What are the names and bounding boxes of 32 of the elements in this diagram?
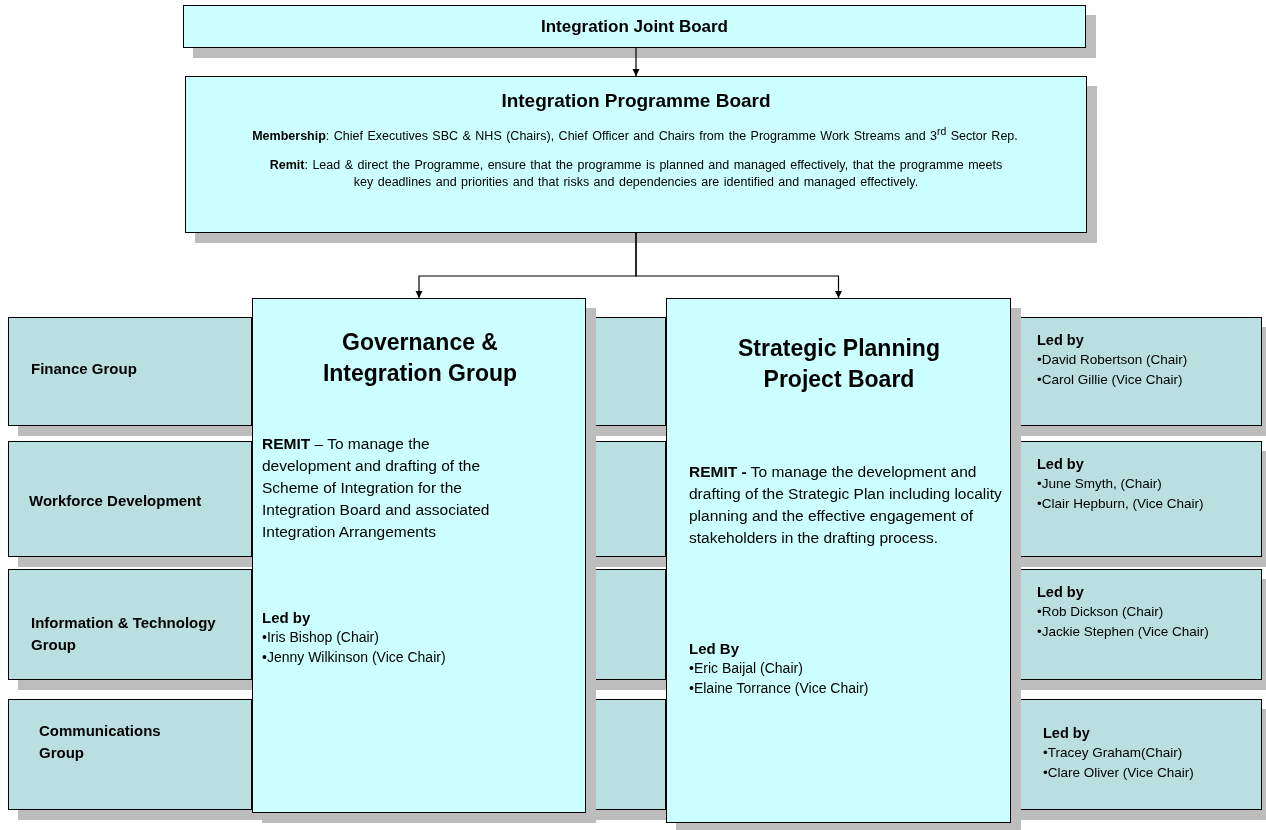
group-name: Information & Technology Group — [31, 613, 217, 655]
led-by-heading: Led by — [1037, 456, 1085, 472]
group-name: Finance Group — [31, 359, 138, 379]
membership-text: Membership: Chief Executives SBC & NHS (Chairs), Chief Officer and Chairs from the Programme Work Streams and 3$^{rd}$ Sector Rep. — [251, 125, 1019, 146]
member-name: •Jackie Stephen (Vice Chair) — [1037, 624, 1210, 639]
member-name: •David Robertson (Chair) — [1037, 352, 1189, 367]
member-name: •Jenny Wilkinson (Vice Chair) — [262, 649, 447, 665]
member-name: •Eric Baijal (Chair) — [689, 660, 804, 676]
remit-text: REMIT - To manage the development and drafting of the Strategic Plan including locality planning and the effective engagement of stakeholders in the drafting process. — [689, 462, 1003, 548]
group-name: Communications Group — [39, 721, 162, 763]
member-name: •Iris Bishop (Chair) — [262, 629, 380, 645]
led-by-heading: Led by — [1037, 584, 1085, 600]
board-title: Integration Programme Board — [500, 90, 772, 112]
member-name: •Clare Oliver (Vice Chair) — [1043, 765, 1195, 780]
member-name: •Rob Dickson (Chair) — [1037, 604, 1165, 619]
board-title: Integration Joint Board — [540, 17, 729, 37]
arrow — [632, 47, 640, 77]
led-by-heading: Led by — [1043, 725, 1091, 741]
led-by-heading: Led by — [1037, 332, 1085, 348]
led-by-heading: Led By — [689, 640, 740, 657]
member-name: •Carol Gillie (Vice Chair) — [1037, 372, 1184, 387]
member-name: •Clair Hepburn, (Vice Chair) — [1037, 496, 1205, 511]
member-name: •Elaine Torrance (Vice Chair) — [689, 680, 870, 696]
group-title: Governance & Integration Group — [321, 328, 519, 388]
remit-text: REMIT – To manage the development and drafting of the Scheme of Integration for the Integration Board and associated Integration Arrangements — [262, 434, 491, 542]
group-name: Workforce Development — [29, 491, 203, 511]
member-name: •Tracey Graham(Chair) — [1043, 745, 1184, 760]
member-name: •June Smyth, (Chair) — [1037, 476, 1163, 491]
arrow — [635, 232, 843, 299]
led-by-heading: Led by — [262, 609, 312, 626]
remit-text: Remit: Lead & direct the Programme, ensure that the programme is planned and managed effectively, that the programme meets key deadlines and priorities and that risks and dependencies are identified and managed effectively. — [268, 157, 1004, 191]
group-title: Strategic Planning Project Board — [737, 334, 941, 394]
